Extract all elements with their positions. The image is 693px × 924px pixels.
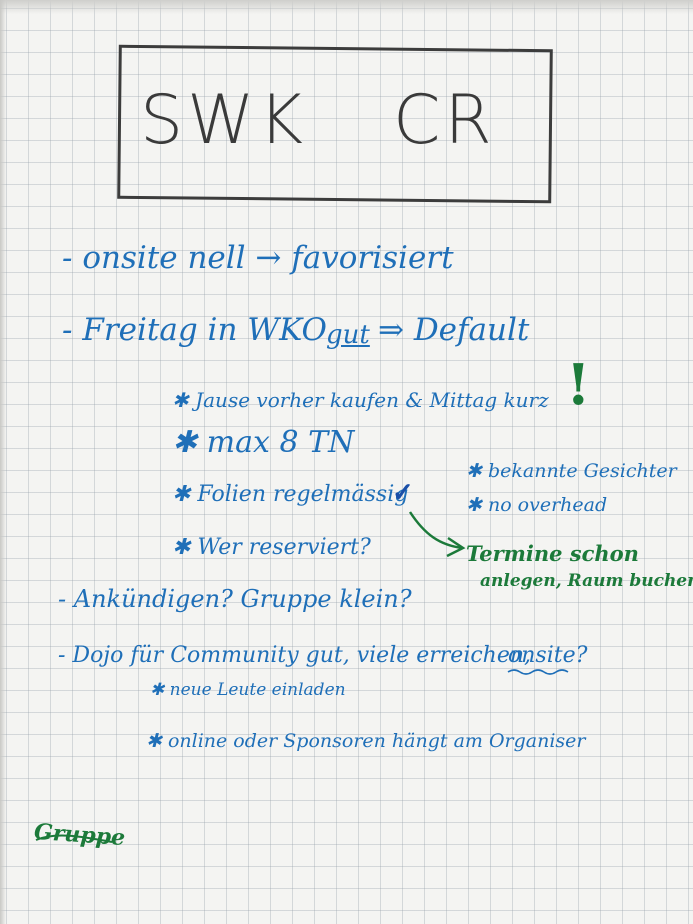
gruppe-scribble [35, 834, 113, 843]
bullet-max: ✱ max 8 TN [172, 425, 355, 460]
onsite-wavy-underline [507, 669, 569, 675]
bullet-neue: ✱ neue Leute einladen [150, 680, 346, 700]
line-freitag-default: ⇒ Default [378, 312, 530, 348]
paper-left-edge [0, 0, 6, 924]
note-termine-2: anlegen, Raum buchen [480, 571, 693, 591]
bullet-wer: ✱ Wer reserviert? [172, 535, 371, 560]
title-left: SWK [140, 80, 307, 160]
title: SWK CR [140, 70, 520, 170]
note-bekannte: ✱ bekannte Gesichter [466, 460, 677, 482]
arrow-icon [408, 511, 463, 550]
line-freitag-gut: gut [326, 320, 370, 350]
bullet-folien: ✱ Folien regelmässig [172, 482, 409, 507]
line-onsite: - onsite nell → favorisiert [62, 240, 454, 276]
check-icon: ✓ [392, 478, 414, 508]
bullet-jause: ✱ Jause vorher kaufen & Mittag kurz [172, 388, 549, 412]
line-ankuendigen: - Ankündigen? Gruppe klein? [58, 585, 412, 613]
line-dojo-onsite: onsite? [508, 643, 588, 668]
bullet-online: ✱ online oder Sponsoren hängt am Organis… [146, 730, 586, 752]
note-overhead: ✱ no overhead [466, 494, 608, 516]
line-freitag: - Freitag in WKO [62, 312, 327, 348]
line-dojo: - Dojo für Community gut, viele erreiche… [58, 643, 532, 668]
note-termine-1: Termine schon [466, 541, 639, 566]
arrow-head-icon [446, 536, 466, 558]
exclamation-mark: ! [566, 352, 591, 418]
paper-top-edge [0, 0, 693, 14]
title-right: CR [393, 80, 496, 160]
